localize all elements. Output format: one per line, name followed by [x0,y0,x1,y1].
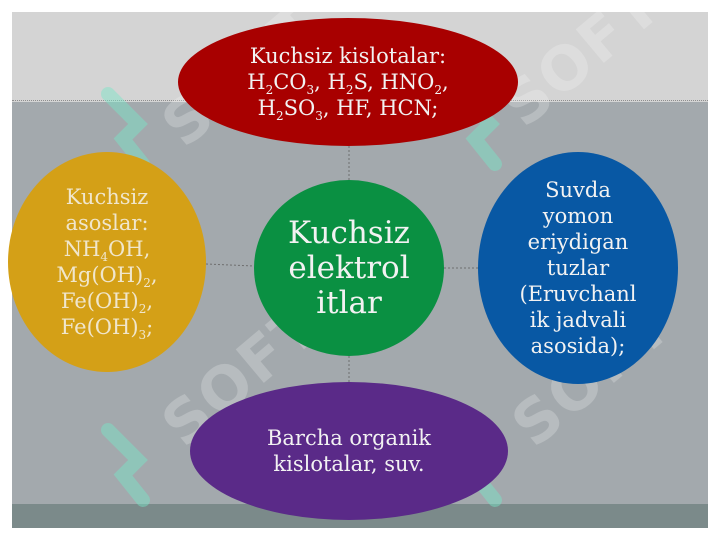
node-line: eriydigan [527,230,629,254]
node-line: elektrol [288,249,410,286]
formula-subscript: 3 [306,83,315,98]
node-line: Fe(OH)3; [56,314,157,343]
node-line: H2SO3, HF, HCN; [247,95,448,124]
formula-text: SO [283,96,316,120]
formula-text: , [150,263,158,287]
node-line: Fe(OH)2, [56,288,157,317]
node-line: Kuchsiz kislotalar: [249,44,447,68]
formula-text: H [247,70,266,94]
formula-text: , HF, HCN; [322,96,439,120]
node-line: kislotalar, suv. [273,452,425,476]
formula-text: OH, [108,237,151,261]
node-line: Suvda [545,178,611,202]
node-line: (Eruvchanl [519,282,637,306]
formula-text: H [257,96,276,120]
node-line: tuzlar [546,256,610,280]
formula-text: ; [146,315,154,339]
formula-subscript: 2 [265,83,274,98]
node-line: Barcha organik [266,426,432,450]
node-organic-acids-water: Barcha organik kislotalar, suv. [190,382,508,520]
node-weak-acids-text: Kuchsiz kislotalar: H2CO3, H2S, HNO2, H2… [247,43,449,124]
formula-text: , [146,289,154,313]
node-weak-electrolytes-text: Kuchsiz elektrol itlar [288,214,410,321]
node-line: asoslar: [65,211,149,235]
formula-subscript: 2 [138,302,147,317]
node-line: itlar [316,284,382,321]
formula-text: Fe(OH) [60,289,139,313]
node-line: yomon [542,204,614,228]
formula-text: Fe(OH) [60,315,139,339]
node-line: NH4OH, [56,236,157,265]
formula-subscript: 2 [434,83,443,98]
node-line: Kuchsiz [65,185,149,209]
formula-subscript: 3 [315,109,323,124]
node-line: H2CO3, H2S, HNO2, [247,69,449,98]
node-weak-electrolytes: Kuchsiz elektrol itlar [254,180,444,356]
formula-text: Mg(OH) [56,263,144,287]
formula-text: NH [63,237,101,261]
node-weak-acids: Kuchsiz kislotalar: H2CO3, H2S, HNO2, H2… [178,18,518,146]
node-line: ik jadvali [529,308,627,332]
formula-subscript: 2 [143,276,151,291]
node-organic-acids-water-text: Barcha organik kislotalar, suv. [267,425,431,477]
formula-subscript: 4 [100,250,109,265]
formula-subscript: 3 [138,328,147,343]
node-insoluble-salts-text: Suvda yomon eriydigan tuzlar (Eruvchanl … [520,177,637,359]
formula-text: , H [314,70,346,94]
node-line: asosida); [530,334,626,358]
formula-text: S, HNO [353,70,435,94]
formula-subscript: 2 [276,109,284,124]
node-line: Mg(OH)2, [56,262,158,291]
formula-subscript: 2 [345,83,354,98]
formula-text: CO [273,70,307,94]
node-line: Kuchsiz [288,214,410,251]
node-weak-bases-text: Kuchsiz asoslar: NH4OH, Mg(OH)2, Fe(OH)2… [56,184,158,343]
node-weak-bases: Kuchsiz asoslar: NH4OH, Mg(OH)2, Fe(OH)2… [8,152,206,372]
formula-text: , [442,70,449,94]
connector-left [205,263,255,267]
node-insoluble-salts: Suvda yomon eriydigan tuzlar (Eruvchanl … [478,152,678,384]
